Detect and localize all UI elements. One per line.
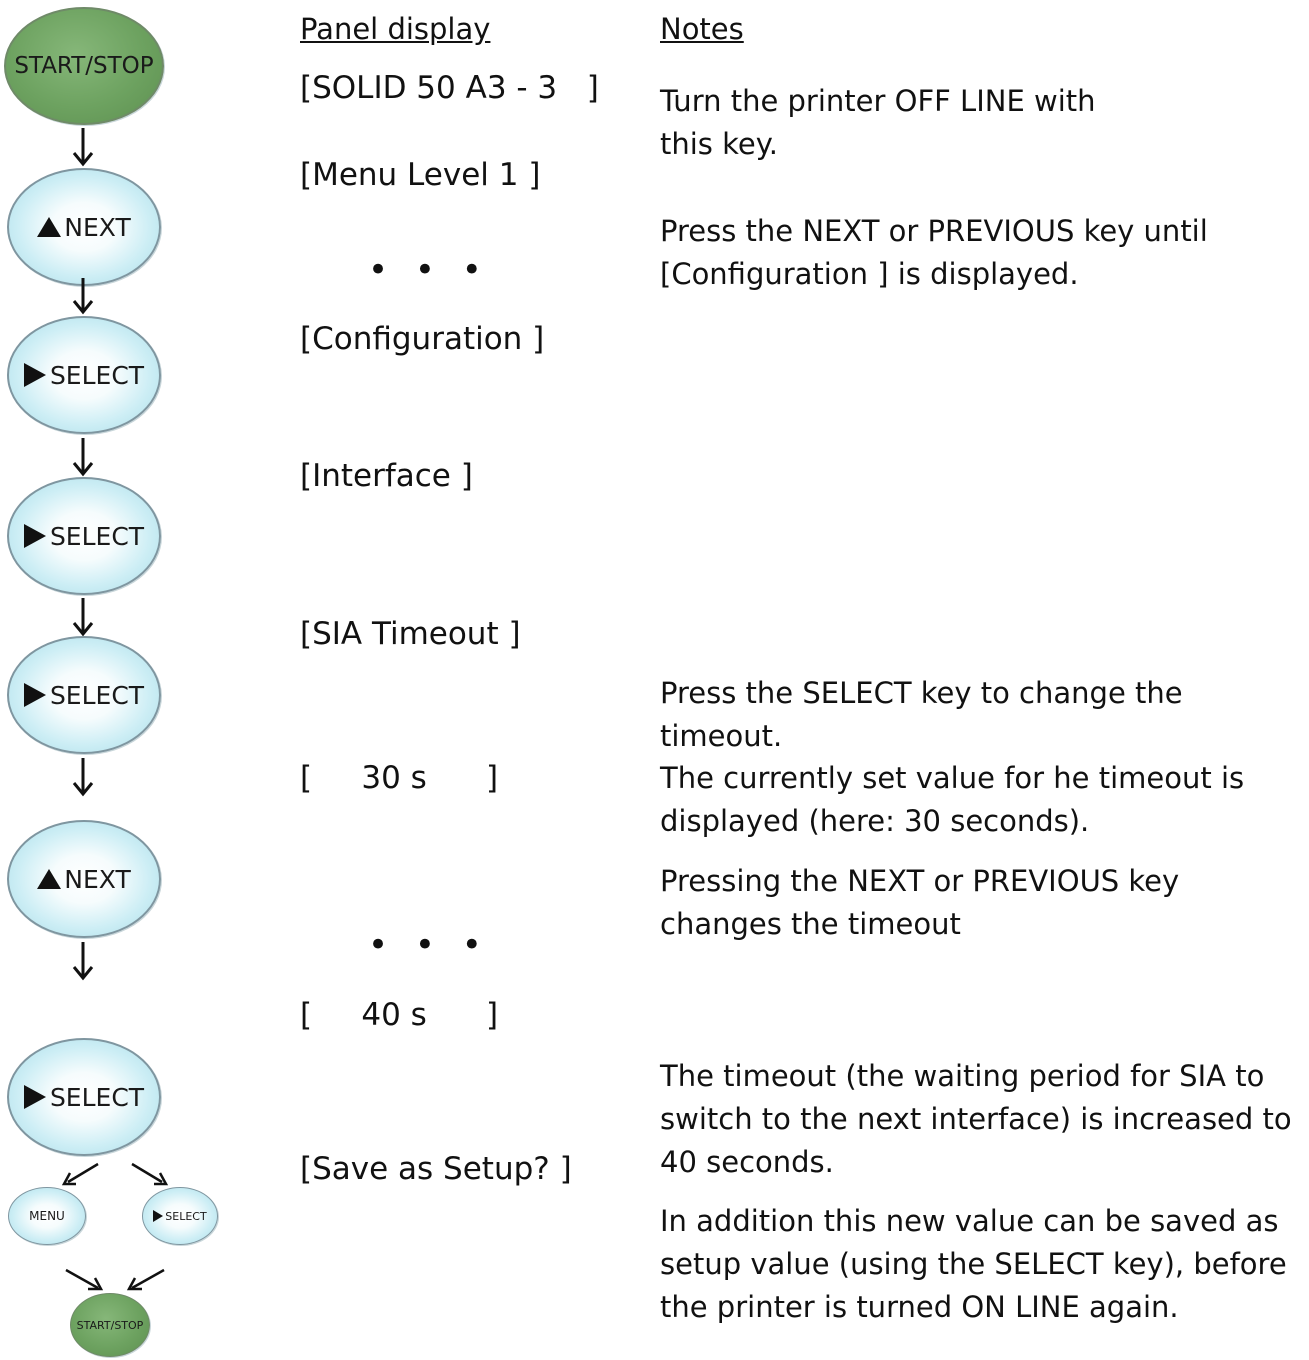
select-label: SELECT — [49, 680, 145, 710]
down-arrow-icon — [72, 942, 94, 981]
down-arrow-icon — [72, 438, 94, 477]
ellipsis: • • • — [368, 250, 490, 290]
select-label: SELECT — [49, 360, 145, 390]
up-triangle-icon — [37, 217, 62, 237]
menu-label: MENU — [29, 1209, 65, 1223]
display-30s: [ 30 s ] — [300, 760, 499, 796]
right-triangle-icon — [23, 524, 46, 548]
display-menu-level1: [Menu Level 1 ] — [300, 157, 541, 193]
panel-display-header: Panel display — [300, 12, 491, 46]
note-current-value: The currently set value for he timeout i… — [660, 761, 1245, 838]
select-label: SELECT — [49, 521, 145, 551]
notes-header: Notes — [660, 12, 744, 46]
display-solid50: [SOLID 50 A3 - 3 ] — [300, 70, 599, 106]
down-arrow-icon — [72, 278, 94, 315]
select-key-small[interactable]: SELECT — [142, 1187, 218, 1245]
start-stop-label: START/STOP — [76, 1318, 144, 1332]
next-label: NEXT — [64, 864, 131, 894]
note-increased-40: The timeout (the waiting period for SIA … — [660, 1059, 1292, 1179]
select-key[interactable]: SELECT — [7, 636, 161, 754]
right-triangle-icon — [23, 363, 46, 387]
note-next-changes: Pressing the NEXT or PREVIOUS key change… — [660, 864, 1180, 941]
next-label: NEXT — [64, 212, 131, 242]
branch-arrows — [61, 1162, 169, 1291]
next-key[interactable]: NEXT — [7, 168, 161, 286]
display-40s: [ 40 s ] — [300, 997, 499, 1033]
select-label: SELECT — [165, 1209, 207, 1223]
right-triangle-icon — [153, 1210, 164, 1222]
select-key[interactable]: SELECT — [7, 316, 161, 434]
note-next-until-config: Press the NEXT or PREVIOUS key until [Co… — [660, 214, 1208, 291]
down-arrow-icon — [72, 128, 94, 167]
ellipsis: • • • — [368, 925, 490, 965]
display-sia-timeout: [SIA Timeout ] — [300, 616, 521, 652]
select-key[interactable]: SELECT — [7, 477, 161, 595]
note-save-setup: In addition this new value can be saved … — [660, 1204, 1287, 1324]
display-save-as-setup: [Save as Setup? ] — [300, 1151, 572, 1187]
start-stop-key-small[interactable]: START/STOP — [70, 1293, 150, 1357]
up-triangle-icon — [37, 869, 62, 889]
note-offline: Turn the printer OFF LINE with this key. — [660, 84, 1096, 161]
display-configuration: [Configuration ] — [300, 321, 545, 357]
start-stop-key[interactable]: START/STOP — [4, 7, 164, 125]
display-interface: [Interface ] — [300, 458, 473, 494]
right-triangle-icon — [23, 1085, 46, 1109]
select-key[interactable]: SELECT — [7, 1038, 161, 1156]
down-arrow-icon — [72, 758, 94, 797]
select-label: SELECT — [49, 1082, 145, 1112]
down-arrow-icon — [72, 598, 94, 637]
menu-key[interactable]: MENU — [8, 1187, 86, 1245]
next-key[interactable]: NEXT — [7, 820, 161, 938]
start-stop-label: START/STOP — [14, 53, 154, 79]
note-select-change: Press the SELECT key to change the timeo… — [660, 676, 1183, 753]
right-triangle-icon — [23, 683, 46, 707]
